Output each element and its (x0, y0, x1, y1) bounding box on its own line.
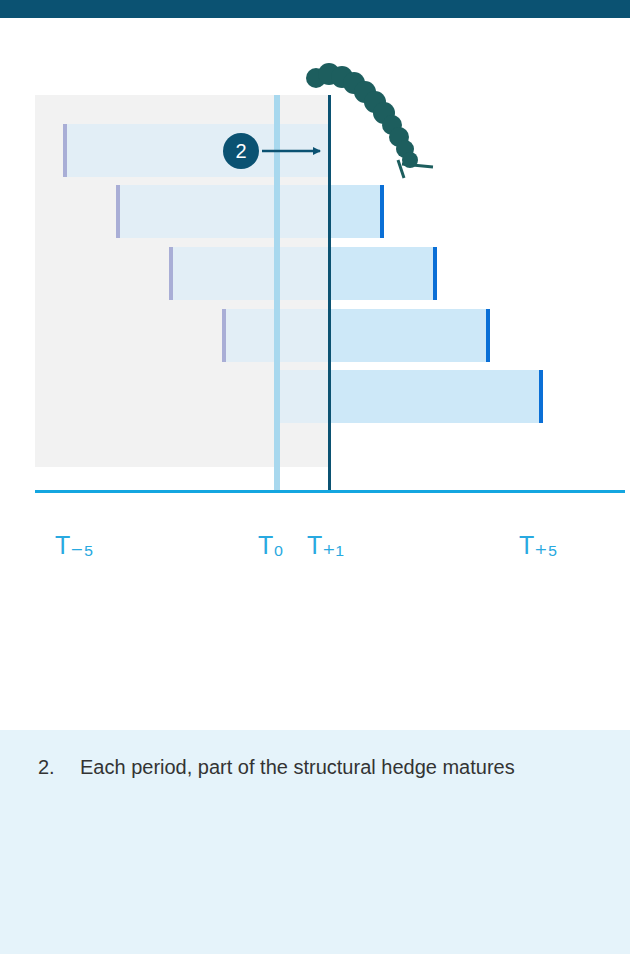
t1-line (328, 95, 331, 491)
callout-circle: 2 (223, 133, 259, 169)
axis-label: T₊₁ (307, 530, 344, 560)
time-axis (35, 490, 625, 493)
end-tick (380, 185, 384, 238)
hedge-bar-future (330, 185, 383, 238)
start-tick (63, 124, 67, 177)
hedge-bar-past (171, 247, 330, 300)
hedge-bar-past (118, 185, 330, 238)
caption-text: Each period, part of the structural hedg… (80, 752, 590, 782)
top-bar (0, 0, 630, 18)
callout-number: 2 (235, 141, 246, 161)
start-tick (222, 309, 226, 362)
hedge-bar-future (330, 370, 542, 423)
hedge-bar-past (65, 124, 330, 177)
end-tick (433, 247, 437, 300)
step-number: 2. (38, 752, 55, 782)
t0-line (274, 95, 280, 491)
past-panel (35, 95, 330, 467)
hedge-bar-future (330, 309, 489, 362)
caterpillar (306, 63, 433, 178)
hedge-bar-future (330, 247, 436, 300)
caterpillar-segment (402, 152, 418, 168)
hedge-bar-past (277, 370, 330, 423)
axis-label: T₊₅ (519, 530, 558, 560)
callout-arrow (262, 150, 320, 153)
axis-label: T₋₅ (55, 530, 94, 560)
end-tick (539, 370, 543, 423)
axis-label: T₀ (258, 530, 284, 560)
end-tick (486, 309, 490, 362)
start-tick (169, 247, 173, 300)
start-tick (116, 185, 120, 238)
caption-panel (0, 730, 630, 954)
